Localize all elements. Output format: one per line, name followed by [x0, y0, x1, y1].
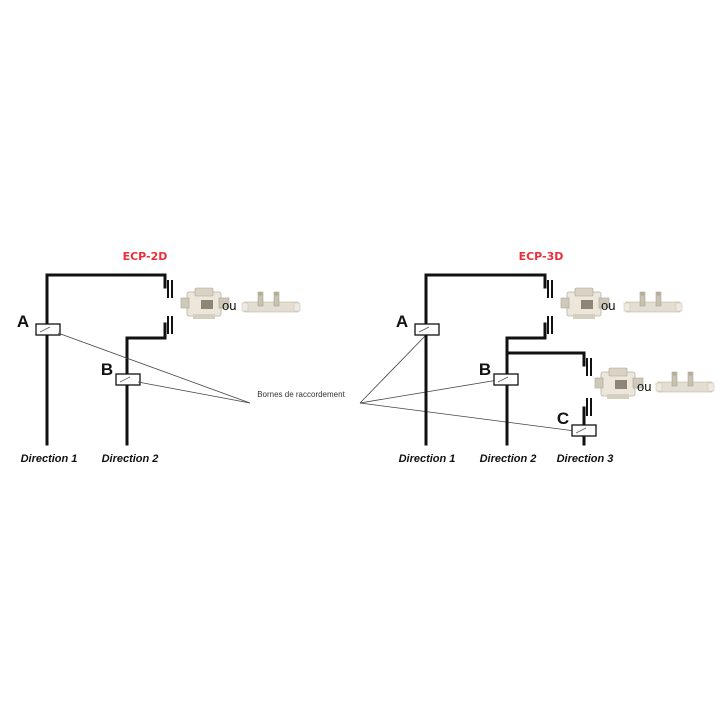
right-direction-1-label: Direction 1: [399, 453, 456, 465]
right-wire-b-branch: [505, 351, 586, 367]
right-switch-c-bottom: [586, 398, 592, 416]
right-contact-block-c-image: [594, 367, 644, 400]
left-switch-bottom: [167, 316, 173, 334]
right-switch-top: [547, 280, 553, 298]
left-node-b-label: B: [101, 360, 113, 379]
ecp-2d-title: ECP-2D: [123, 250, 168, 263]
left-wire-a: [45, 273, 167, 446]
left-switch-top: [167, 280, 173, 298]
left-wire-b: [125, 322, 167, 446]
right-wire-b: [505, 322, 547, 446]
right-node-c-label: C: [557, 409, 569, 428]
right-node-b-box: [493, 373, 519, 386]
right-terminal-rail-c-image: [655, 371, 715, 393]
connection-lines: Bornes de raccordement: [57, 332, 576, 432]
left-direction-1-label: Direction 1: [21, 453, 78, 465]
right-direction-3-label: Direction 3: [557, 453, 614, 465]
left-node-a-box: [35, 323, 61, 336]
left-node-a-label: A: [17, 312, 29, 331]
right-direction-2-label: Direction 2: [480, 453, 537, 465]
right-terminal-rail-image: [623, 291, 683, 313]
right-node-b-label: B: [479, 360, 491, 379]
right-switch-bottom: [547, 316, 553, 334]
left-node-b-box: [115, 373, 141, 386]
right-or-label: ou: [601, 298, 615, 313]
connection-terminals-label: Bornes de raccordement: [257, 390, 345, 399]
right-wire-a: [424, 273, 547, 446]
left-direction-2-label: Direction 2: [102, 453, 159, 465]
ecp-2d-diagram: ECP-2D ou A B Direction 1 Direction 2: [17, 250, 301, 465]
left-or-label: ou: [222, 298, 236, 313]
right-switch-c-top: [586, 358, 592, 376]
right-node-a-box: [414, 323, 440, 336]
ecp-3d-title: ECP-3D: [519, 250, 564, 263]
right-node-a-label: A: [396, 312, 408, 331]
ecp-3d-diagram: ECP-3D ou ou: [396, 250, 715, 465]
left-terminal-rail-image: [241, 291, 301, 313]
right-node-c-box: [571, 424, 597, 437]
right-or-label-2: ou: [637, 379, 651, 394]
